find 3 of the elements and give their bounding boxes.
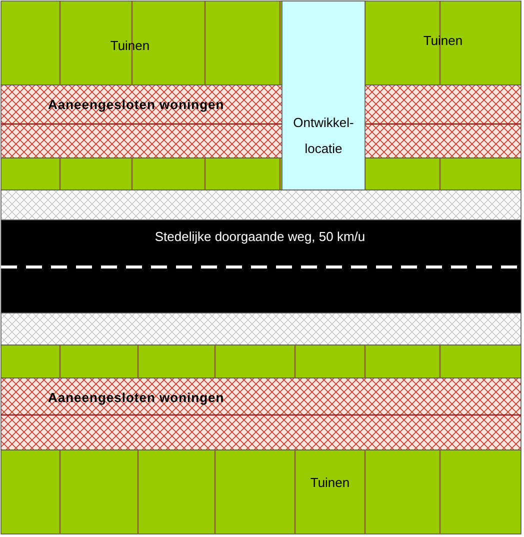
location-label: Ontwikkel-locatie (292, 114, 355, 158)
road-label: Stedelijke doorgaande weg, 50 km/u (154, 229, 366, 244)
garden-label: Tuinen (309, 475, 351, 490)
